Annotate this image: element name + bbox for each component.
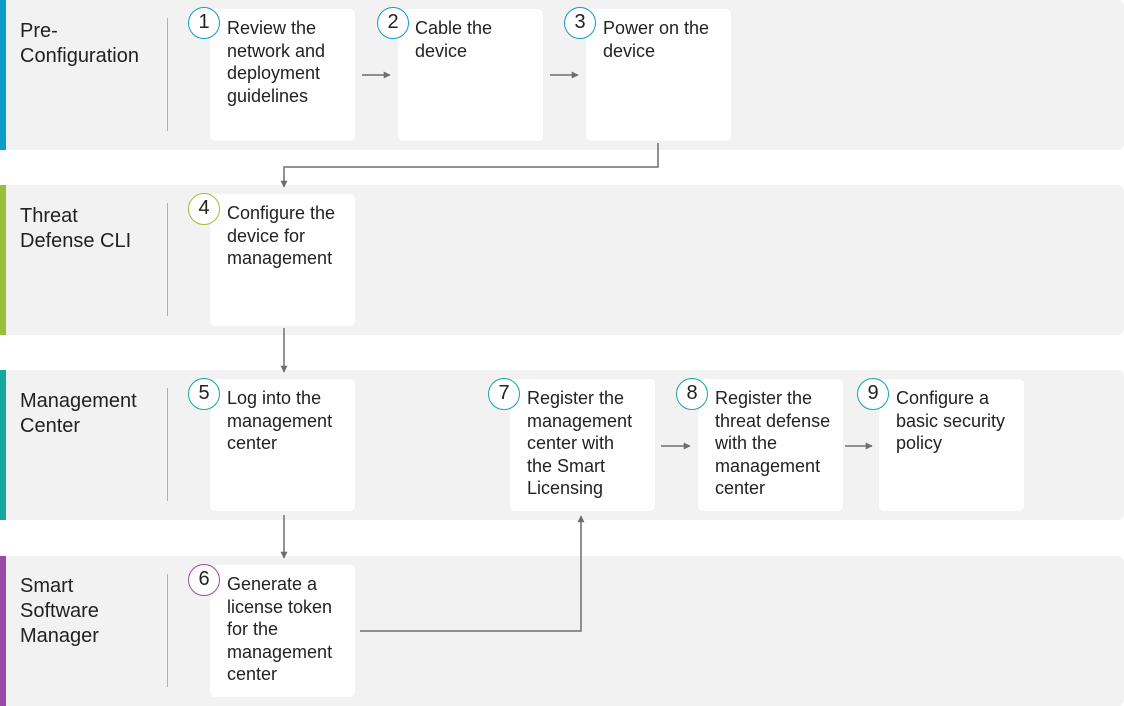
step-4-number-badge: 4 <box>188 193 220 225</box>
step-5-box: Log into the management center <box>210 379 355 511</box>
step-text: Review the network and deployment guidel… <box>227 17 349 107</box>
step-8-box: Register the threat defense with the man… <box>698 379 843 511</box>
lane-separator <box>167 203 168 316</box>
step-text: Log into the management center <box>227 387 349 455</box>
step-3-box: Power on the device <box>586 9 731 141</box>
step-7-box: Register the management center with the … <box>510 379 655 511</box>
step-text-line: Generate a <box>227 574 318 594</box>
step-4-box: Configure the device for management <box>210 194 355 326</box>
step-text-line: device <box>603 40 656 61</box>
lane-label: Smart Software Manager <box>20 574 99 649</box>
lane-threat-defense-cli: Threat Defense CLI <box>0 185 1124 335</box>
lane-label: Threat Defense CLI <box>20 204 131 254</box>
lane-label-line: Smart <box>20 575 74 597</box>
lane-color-bar <box>0 556 6 706</box>
step-1-number-badge: 1 <box>188 7 220 39</box>
step-1-box: Review the network and deployment guidel… <box>210 9 355 141</box>
lane-label-line: Management <box>20 390 137 412</box>
lane-label-line: Defense CLI <box>20 230 132 252</box>
arrow-step6-to-step7 <box>360 515 585 632</box>
lane-separator <box>167 18 168 131</box>
step-text-line: policy <box>896 433 943 453</box>
step-9-number-badge: 9 <box>857 378 889 410</box>
step-text-line: Review the <box>227 18 317 38</box>
lane-separator <box>167 388 168 501</box>
step-text-line: center <box>227 664 278 684</box>
step-text-line: guidelines <box>227 85 309 106</box>
step-text-line: deployment <box>227 63 321 83</box>
step-text-line: Log into the <box>227 388 322 408</box>
step-text: Configure a basic security policy <box>896 387 1018 455</box>
step-text-line: Licensing <box>527 478 604 498</box>
step-text-line: device <box>415 40 468 61</box>
step-text-line: threat defense <box>715 410 831 431</box>
lane-label-line: Manager <box>20 625 99 647</box>
step-text-line: Configure a <box>896 388 990 408</box>
step-7-number-badge: 7 <box>488 378 520 410</box>
step-text-line: for the <box>227 619 279 639</box>
step-text-line: management <box>227 641 333 662</box>
step-text-line: Power on the <box>603 18 710 38</box>
step-text: Register the threat defense with the man… <box>715 387 837 500</box>
step-text: Register the management center with the … <box>527 387 649 500</box>
lane-smart-software-manager: Smart Software Manager <box>0 556 1124 706</box>
step-text-line: management <box>715 455 821 476</box>
step-8-number-badge: 8 <box>676 378 708 410</box>
step-text-line: center <box>715 478 766 498</box>
lane-label-line: Pre- <box>20 20 58 42</box>
step-text-line: Register the <box>527 388 625 408</box>
step-text-line: Configure the <box>227 203 336 223</box>
step-6-box: Generate a license token for the managem… <box>210 565 355 697</box>
step-text-line: network and <box>227 40 326 61</box>
step-text-line: management <box>527 410 633 431</box>
step-text-line: management <box>227 248 333 268</box>
step-text-line: management <box>227 410 333 431</box>
lane-label: Pre- Configuration <box>20 19 139 69</box>
step-text: Cable the device <box>415 17 537 62</box>
step-text-line: Cable the <box>415 18 493 38</box>
step-text-line: Register the <box>715 388 813 408</box>
step-text-line: with the <box>715 433 778 453</box>
step-6-number-badge: 6 <box>188 564 220 596</box>
step-5-number-badge: 5 <box>188 378 220 410</box>
lane-label: Management Center <box>20 389 137 439</box>
step-text-line: basic security <box>896 410 1006 431</box>
step-text-line: license token <box>227 596 333 617</box>
step-3-number-badge: 3 <box>564 7 596 39</box>
step-text-line: the Smart <box>527 455 606 476</box>
step-9-box: Configure a basic security policy <box>879 379 1024 511</box>
lane-color-bar <box>0 0 6 150</box>
step-2-box: Cable the device <box>398 9 543 141</box>
step-2-number-badge: 2 <box>377 7 409 39</box>
lane-label-line: Configuration <box>20 45 139 67</box>
lane-label-line: Software <box>20 600 99 622</box>
step-text-line: center <box>227 433 278 453</box>
step-text: Power on the device <box>603 17 725 62</box>
step-text: Configure the device for management <box>227 202 349 270</box>
step-text-line: center with <box>527 433 615 453</box>
lane-label-line: Center <box>20 415 81 437</box>
lane-color-bar <box>0 185 6 335</box>
lane-separator <box>167 574 168 687</box>
step-text: Generate a license token for the managem… <box>227 573 349 686</box>
lane-label-line: Threat <box>20 205 78 227</box>
arrow-step3-to-step4 <box>280 143 659 188</box>
step-text-line: device for <box>227 225 306 246</box>
lane-color-bar <box>0 370 6 520</box>
